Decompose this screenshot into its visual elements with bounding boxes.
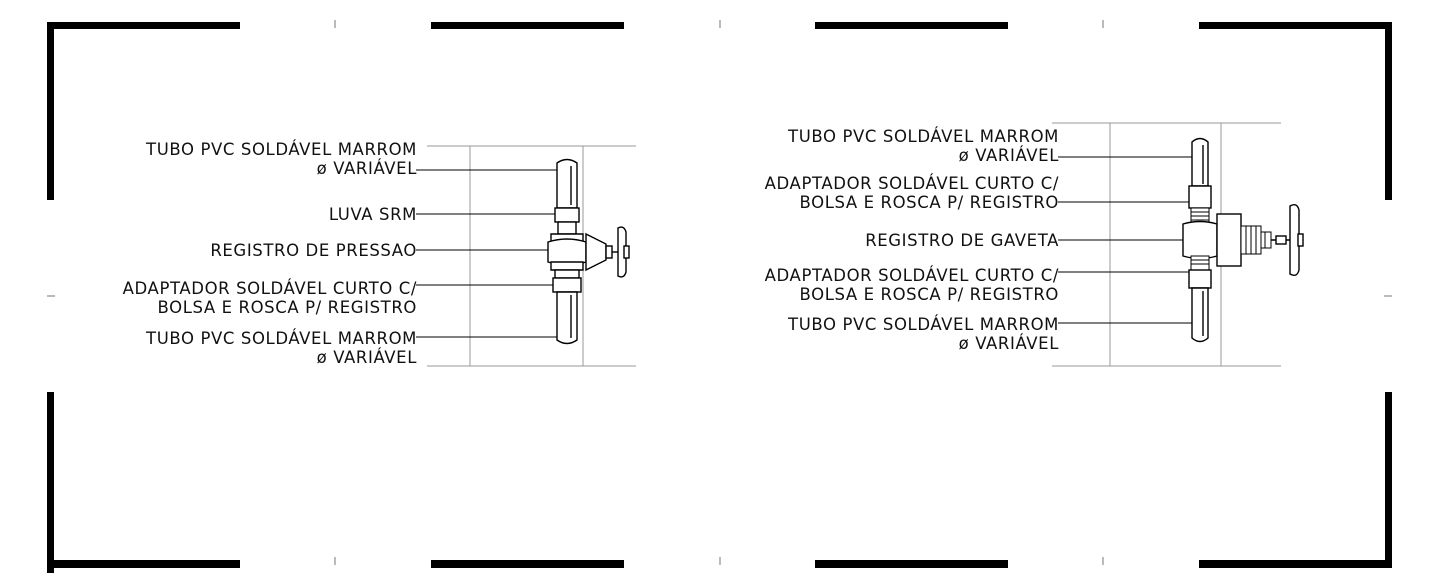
label-line: ø VARIÁVEL: [316, 348, 417, 367]
label-line: REGISTRO DE GAVETA: [865, 231, 1059, 250]
label-line: BOLSA E ROSCA P/ REGISTRO: [799, 193, 1059, 212]
frame-bar-top-left: [47, 22, 240, 29]
frame-bar-bottom-left: [47, 560, 240, 568]
right-adapter-lower: [1188, 269, 1212, 289]
label-line: TUBO PVC SOLDÁVEL MARROM: [788, 127, 1059, 146]
left-adapter: [552, 277, 582, 293]
right-label-tubo-lower: TUBO PVC SOLDÁVEL MARROM ø VARIÁVEL: [788, 315, 1059, 353]
frame-bar-top-right: [1199, 22, 1392, 29]
right-pipe-upper: [1191, 137, 1209, 187]
left-pipe-lower: [556, 291, 578, 345]
right-valve-assembly: [1182, 137, 1304, 343]
right-handwheel: [1289, 203, 1300, 277]
left-detail: [416, 145, 636, 367]
label-line: ø VARIÁVEL: [958, 146, 1059, 165]
frame-bar-right-bottom: [1385, 392, 1392, 568]
frame-bar-bottom-mid-right: [815, 560, 1008, 568]
label-line: TUBO PVC SOLDÁVEL MARROM: [146, 329, 417, 348]
right-label-adaptador-upper: ADAPTADOR SOLDÁVEL CURTO C/ BOLSA E ROSC…: [765, 174, 1059, 212]
left-pipe-upper: [556, 158, 578, 209]
left-valve-body: [547, 238, 587, 266]
frame-bar-top-mid-left: [431, 22, 624, 29]
left-label-adaptador: ADAPTADOR SOLDÁVEL CURTO C/ BOLSA E ROSC…: [123, 279, 417, 317]
right-bonnet: [1216, 213, 1242, 267]
right-label-adaptador-lower: ADAPTADOR SOLDÁVEL CURTO C/ BOLSA E ROSC…: [765, 266, 1059, 304]
label-line: ø VARIÁVEL: [316, 159, 417, 178]
right-label-tubo-upper: TUBO PVC SOLDÁVEL MARROM ø VARIÁVEL: [788, 127, 1059, 165]
right-label-registro: REGISTRO DE GAVETA: [865, 231, 1059, 250]
left-bonnet: [585, 232, 607, 272]
frame-ticks: [47, 20, 1392, 565]
frame-bar-bottom-right: [1199, 560, 1392, 568]
label-line: REGISTRO DE PRESSAO: [210, 241, 417, 260]
left-valve-assembly: [547, 158, 630, 345]
frame-bar-left-bottom: [47, 392, 54, 573]
left-label-tubo-lower: TUBO PVC SOLDÁVEL MARROM ø VARIÁVEL: [146, 329, 417, 367]
label-line: LUVA SRM: [328, 205, 417, 224]
frame-marks: [47, 22, 1392, 573]
label-line: TUBO PVC SOLDÁVEL MARROM: [788, 315, 1059, 334]
label-line: BOLSA E ROSCA P/ REGISTRO: [157, 298, 417, 317]
left-label-luva: LUVA SRM: [329, 205, 417, 224]
right-valve-body: [1182, 220, 1218, 260]
right-pipe-lower: [1191, 287, 1209, 343]
label-line: ø VARIÁVEL: [958, 334, 1059, 353]
label-line: BOLSA E ROSCA P/ REGISTRO: [799, 285, 1059, 304]
right-thread-upper: [1190, 207, 1210, 225]
label-line: TUBO PVC SOLDÁVEL MARROM: [146, 140, 417, 159]
label-line: ADAPTADOR SOLDÁVEL CURTO C/: [764, 266, 1059, 285]
left-handwheel: [617, 226, 627, 278]
left-label-registro: REGISTRO DE PRESSAO: [210, 241, 417, 260]
left-luva: [554, 207, 580, 223]
label-line: ADAPTADOR SOLDÁVEL CURTO C/: [122, 279, 417, 298]
frame-bar-right-top: [1385, 22, 1392, 200]
frame-bar-top-mid-right: [815, 22, 1008, 29]
left-label-tubo-upper: TUBO PVC SOLDÁVEL MARROM ø VARIÁVEL: [146, 140, 417, 178]
right-detail: [1052, 122, 1304, 367]
frame-bar-bottom-mid-left: [431, 560, 624, 568]
right-adapter-upper: [1188, 185, 1212, 209]
left-leaders: [416, 169, 557, 338]
label-line: ADAPTADOR SOLDÁVEL CURTO C/: [764, 174, 1059, 193]
frame-bar-left-top: [47, 22, 54, 200]
right-packing: [1240, 225, 1272, 255]
right-leaders: [1058, 156, 1192, 324]
right-thread-lower: [1190, 255, 1210, 271]
